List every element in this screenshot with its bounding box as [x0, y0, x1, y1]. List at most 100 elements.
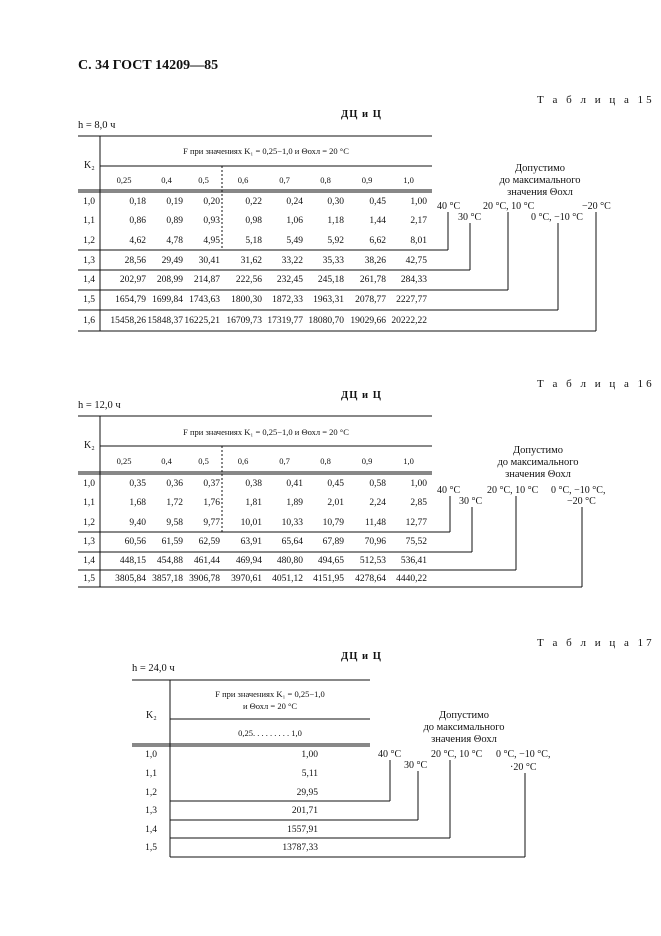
- label-0-m10: 0 °С, −10 °С,: [551, 485, 606, 496]
- label-0-m10: 0 °С, −10 °С: [531, 212, 583, 223]
- table-cell: 29,95: [296, 788, 318, 798]
- table-cell: 0,37: [203, 479, 220, 489]
- table-cell: 0,18: [129, 197, 146, 207]
- k2-header: K₂: [84, 440, 95, 451]
- table-cell: 480,80: [276, 556, 303, 566]
- table-cell: 2,24: [369, 498, 386, 508]
- column-header: 0,5: [198, 175, 209, 185]
- table-cell: 1557,91: [287, 825, 318, 835]
- table-cell: 512,53: [359, 556, 386, 566]
- label-40: 40 °С: [378, 749, 402, 760]
- table-cell: 12,77: [405, 518, 427, 528]
- table-cell: 448,15: [119, 556, 146, 566]
- page-header: С. 34 ГОСТ 14209—85: [78, 58, 219, 73]
- column-header: 0,25: [116, 175, 132, 185]
- table-cell: 35,33: [322, 256, 344, 266]
- table-cell: 15458,26: [110, 316, 146, 326]
- column-header: 0,5: [198, 456, 209, 466]
- table-cell: 0,30: [327, 197, 344, 207]
- row-k2: 1,3: [83, 256, 95, 266]
- table-cell: 1,00: [410, 479, 427, 489]
- table-cell: 2,17: [410, 216, 427, 226]
- table-cell: 3857,18: [152, 574, 183, 584]
- table-cell: 2,01: [327, 498, 344, 508]
- table-cell: 1654,79: [115, 295, 146, 305]
- table-cell: 454,88: [156, 556, 183, 566]
- table-cell: 9,58: [166, 518, 183, 528]
- label-20-10: 20 °С, 10 °С: [483, 201, 535, 212]
- table-cell: 232,45: [276, 275, 303, 285]
- table-cell: 4151,95: [313, 574, 344, 584]
- table-cell: 2078,77: [355, 295, 386, 305]
- table-cell: 1,81: [245, 498, 262, 508]
- table-cell: 1,44: [369, 216, 386, 226]
- label-0-m10: 0 °С, −10 °С,: [496, 749, 551, 760]
- table-cell: 0,19: [166, 197, 183, 207]
- table-cell: 9,77: [203, 518, 220, 528]
- table-cell: 1,06: [286, 216, 303, 226]
- column-header: 0,9: [361, 175, 373, 185]
- note: Допустимо до максимального значения Θохл: [478, 445, 598, 481]
- f-header-line-2: и Θохл = 20 °С: [242, 701, 298, 711]
- table-cell: 536,41: [400, 556, 427, 566]
- column-header: 0,6: [237, 456, 249, 466]
- f-header-line-1: F при значениях K₁ = 0,25−1,0: [215, 689, 325, 699]
- table-subtitle: ДЦ и Ц: [341, 109, 382, 120]
- table-cell: 0,36: [166, 479, 183, 489]
- f-header: F при значениях K₁ = 0,25−1,0 и Θохл = 2…: [183, 146, 349, 156]
- table-cell: 1,76: [203, 498, 220, 508]
- column-header: 0,6: [237, 175, 249, 185]
- table-cell: 62,59: [198, 537, 220, 547]
- row-k2: 1,0: [145, 750, 157, 760]
- table-cell: 201,71: [291, 806, 318, 816]
- table-cell: 5,18: [245, 236, 262, 246]
- table-cell: 8,01: [410, 236, 427, 246]
- table-cell: 4440,22: [396, 574, 427, 584]
- table-cell: 0,93: [203, 216, 220, 226]
- table-cell: 19029,66: [350, 316, 386, 326]
- f-header: F при значениях K₁ = 0,25−1,0 и Θохл = 2…: [183, 427, 349, 437]
- table-cell: 494,65: [317, 556, 344, 566]
- label-20-10: 20 °С, 10 °С: [431, 749, 483, 760]
- table-cell: 10,01: [240, 518, 262, 528]
- table-cell: 4,95: [203, 236, 220, 246]
- row-k2: 1,5: [145, 843, 157, 853]
- table-cell: 0,45: [327, 479, 344, 489]
- table-cell: 1,89: [286, 498, 303, 508]
- table-cell: 31,62: [240, 256, 262, 266]
- row-k2: 1,2: [145, 788, 157, 798]
- table-cell: 1699,84: [152, 295, 183, 305]
- table-cell: 0,38: [245, 479, 262, 489]
- table-cell: 16225,21: [184, 316, 220, 326]
- row-k2: 1,4: [83, 275, 95, 285]
- row-k2: 1,3: [145, 806, 157, 816]
- table-cell: 3906,78: [189, 574, 220, 584]
- table-cell: 6,62: [369, 236, 386, 246]
- table-cell: 4278,64: [355, 574, 386, 584]
- table-cell: 0,24: [286, 197, 303, 207]
- note-line: до максимального: [423, 722, 505, 733]
- label-m20: −20 °С: [582, 201, 611, 212]
- k2-header: K₂: [146, 710, 157, 721]
- row-k2: 1,4: [145, 825, 157, 835]
- table-cell: 33,22: [281, 256, 303, 266]
- table-cell: 5,49: [286, 236, 303, 246]
- note-line: Допустимо: [512, 445, 564, 456]
- column-header: 0,4: [161, 456, 172, 466]
- table-cell: 29,49: [161, 256, 183, 266]
- table-cell: 30,41: [198, 256, 220, 266]
- label-m20: ·20 °С: [510, 762, 537, 773]
- h-value: h = 12,0 ч: [78, 400, 121, 411]
- table-cell: 0,45: [369, 197, 386, 207]
- label-40: 40 °С: [437, 201, 461, 212]
- table-cell: 1,18: [327, 216, 344, 226]
- label-30: 30 °С: [458, 212, 482, 223]
- table-number: Т а б л и ц а 15: [537, 94, 655, 106]
- table-cell: 1,00: [301, 750, 318, 760]
- label-30: 30 °С: [459, 496, 483, 507]
- column-header: 0,8: [320, 175, 331, 185]
- row-k2: 1,0: [83, 197, 95, 207]
- table-cell: 202,97: [119, 275, 146, 285]
- table-cell: 0,20: [203, 197, 220, 207]
